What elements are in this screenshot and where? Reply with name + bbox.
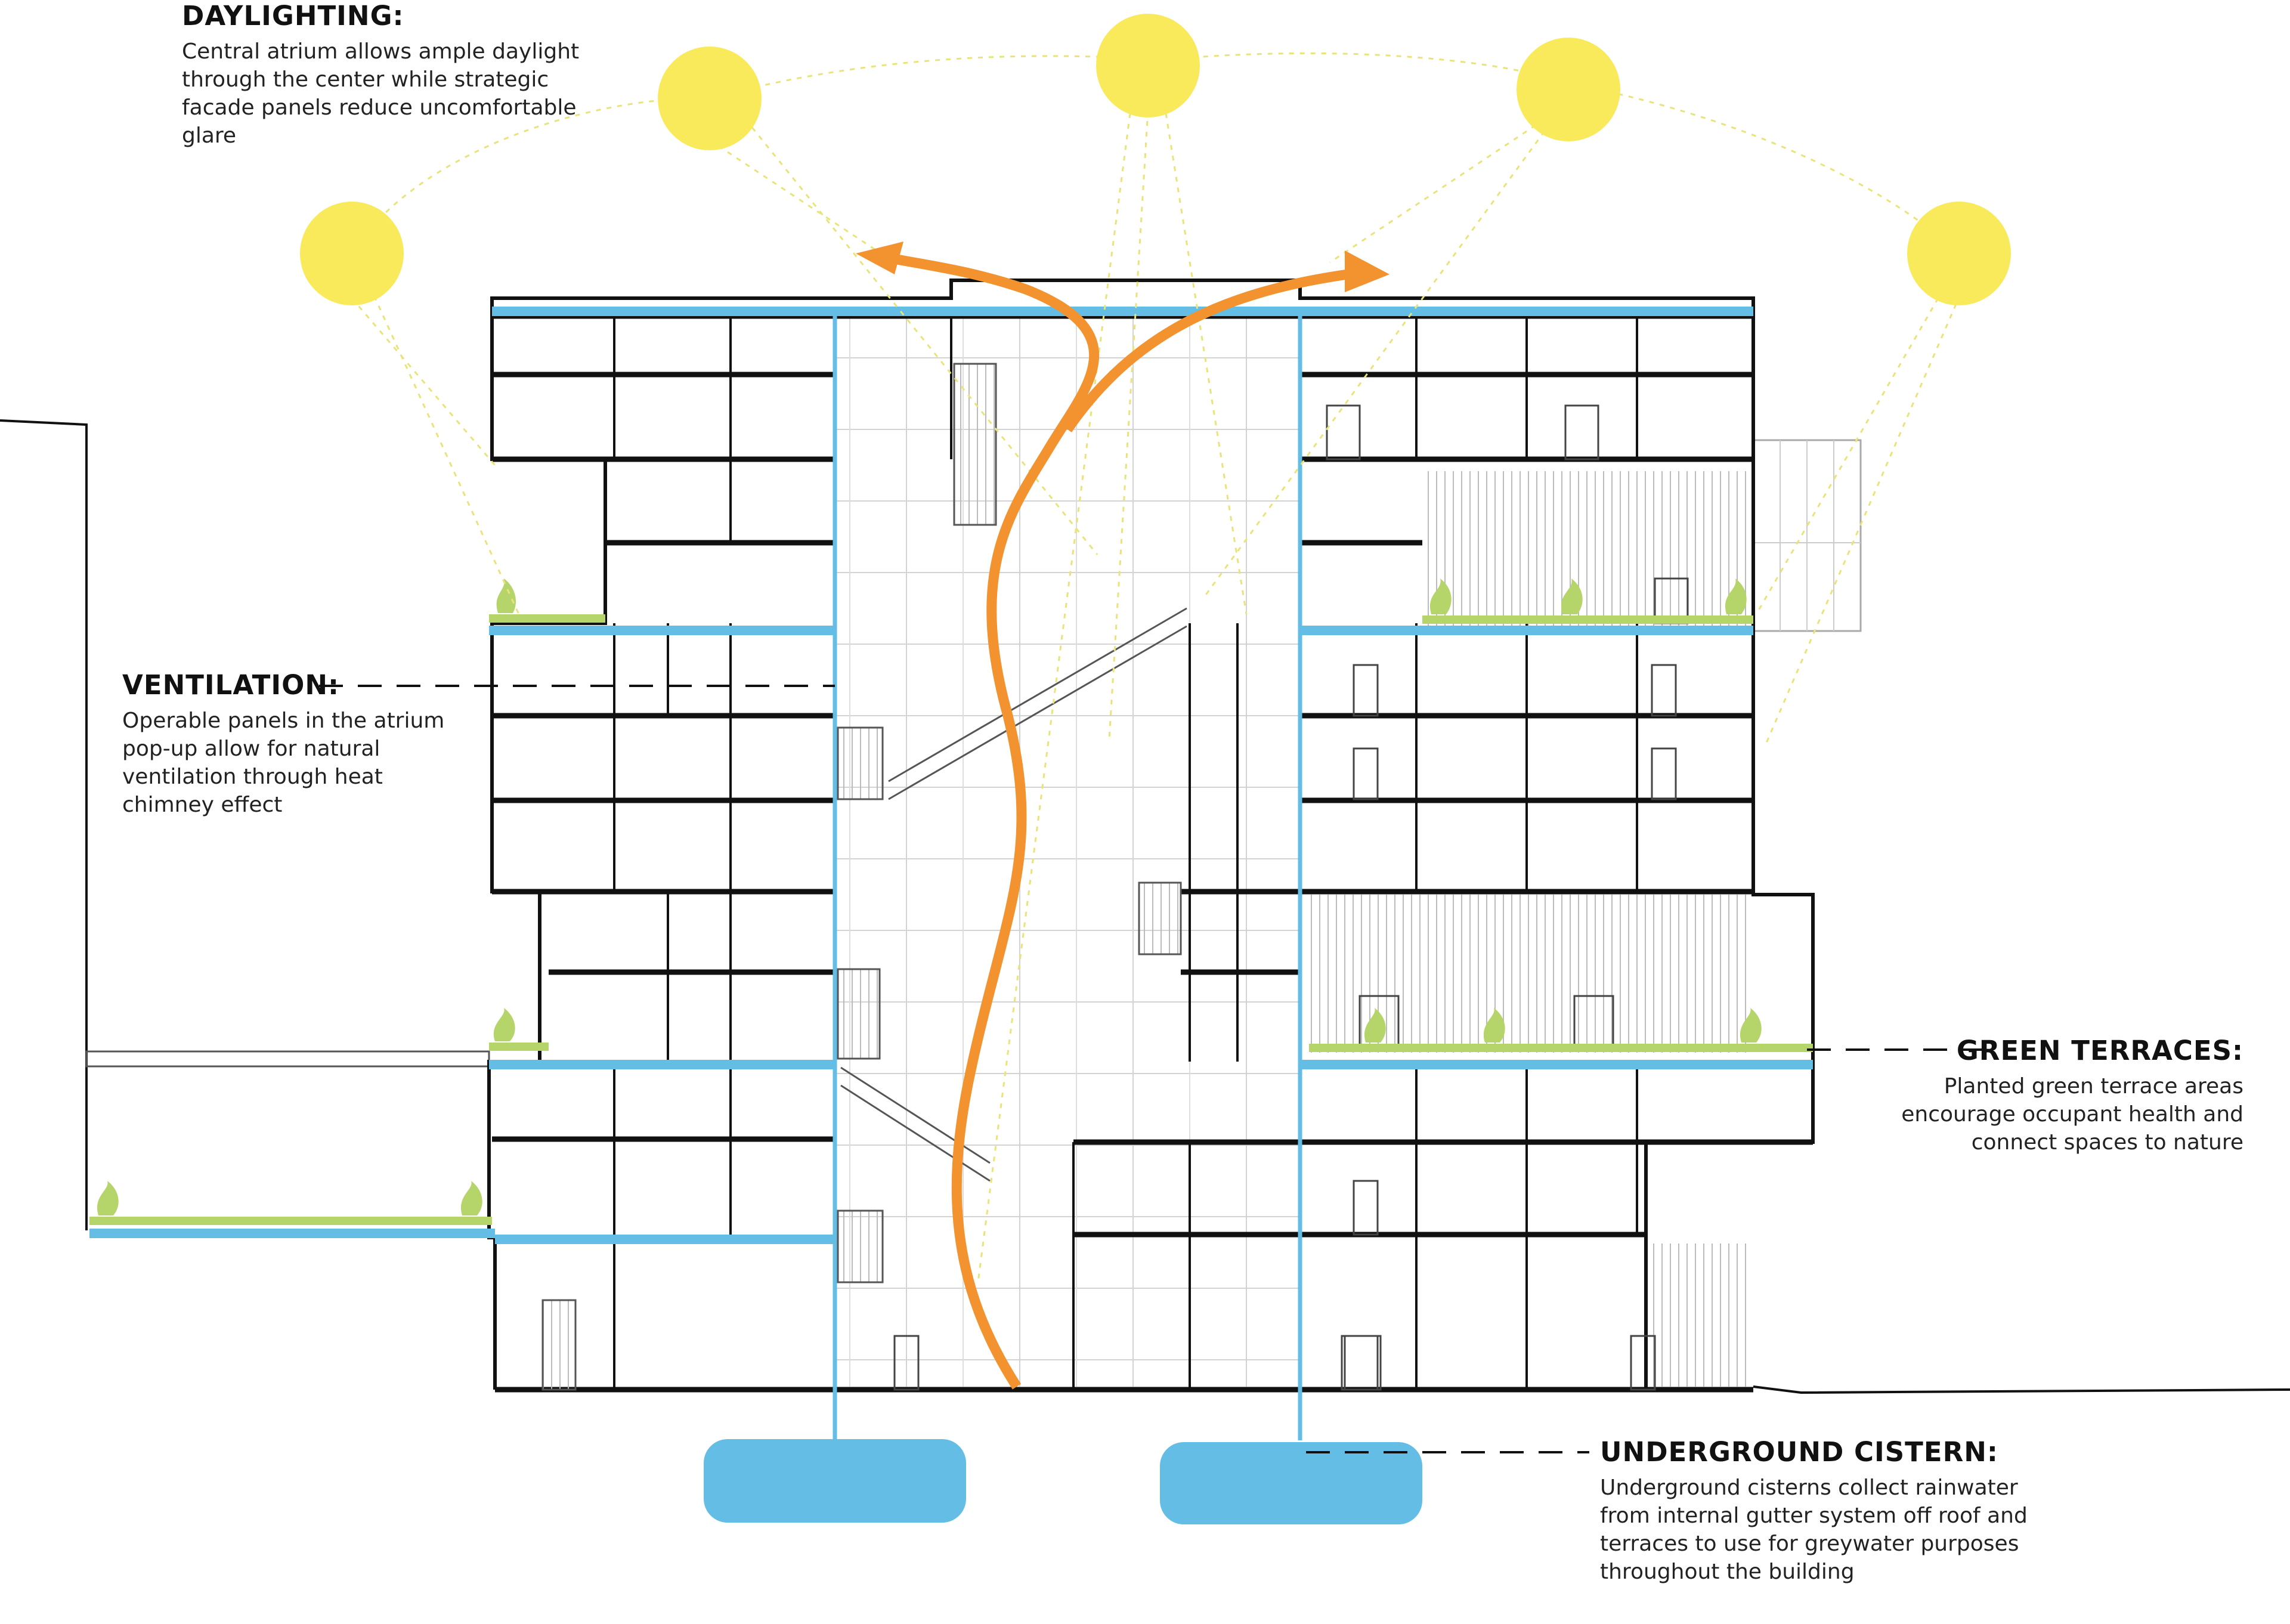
underground-cistern-body: Underground cisterns collect rainwater f… — [1600, 1475, 2028, 1584]
daylighting-body: Central atrium allows ample daylight thr… — [182, 39, 580, 148]
green-terraces — [89, 614, 1813, 1225]
context-ground-right — [1753, 1385, 2290, 1394]
ventilation-title: VENTILATION: — [122, 669, 340, 701]
context-glass-mullions — [1753, 440, 1861, 631]
plant-icon — [97, 579, 1762, 1215]
daylighting-title: DAYLIGHTING: — [182, 0, 404, 32]
callout-leaders — [319, 685, 1998, 1453]
rainwater-gutters — [89, 307, 1813, 1440]
sun-rays — [351, 110, 1957, 1283]
atrium-glazing — [835, 307, 1300, 1387]
context-building-left — [0, 419, 88, 1230]
louver-panel-lower-right — [1646, 1243, 1753, 1387]
cistern-icon — [704, 1439, 1422, 1524]
underground-cistern-annotation: UNDERGROUND CISTERN: Underground cistern… — [1600, 1436, 2032, 1586]
ventilation-annotation: VENTILATION: Operable panels in the atri… — [122, 669, 471, 819]
green-terraces-annotation: GREEN TERRACES: Planted green terrace ar… — [1879, 1035, 2243, 1156]
ventilation-body: Operable panels in the atrium pop-up all… — [122, 709, 445, 817]
atrium-stairs — [541, 363, 1187, 1391]
context-roof-bar — [85, 1050, 490, 1068]
underground-cistern-title: UNDERGROUND CISTERN: — [1600, 1436, 1998, 1468]
louver-panel-upper-right — [1422, 471, 1753, 626]
green-terraces-title: GREEN TERRACES: — [1956, 1035, 2243, 1066]
sun-icon — [300, 14, 2011, 305]
daylighting-annotation: DAYLIGHTING: Central atrium allows ample… — [182, 0, 599, 150]
airflow-arrow-icon — [856, 242, 1390, 1390]
green-terraces-body: Planted green terrace areas encourage oc… — [1901, 1074, 2243, 1155]
doors — [893, 404, 1689, 1391]
structural-columns — [613, 316, 1638, 1390]
